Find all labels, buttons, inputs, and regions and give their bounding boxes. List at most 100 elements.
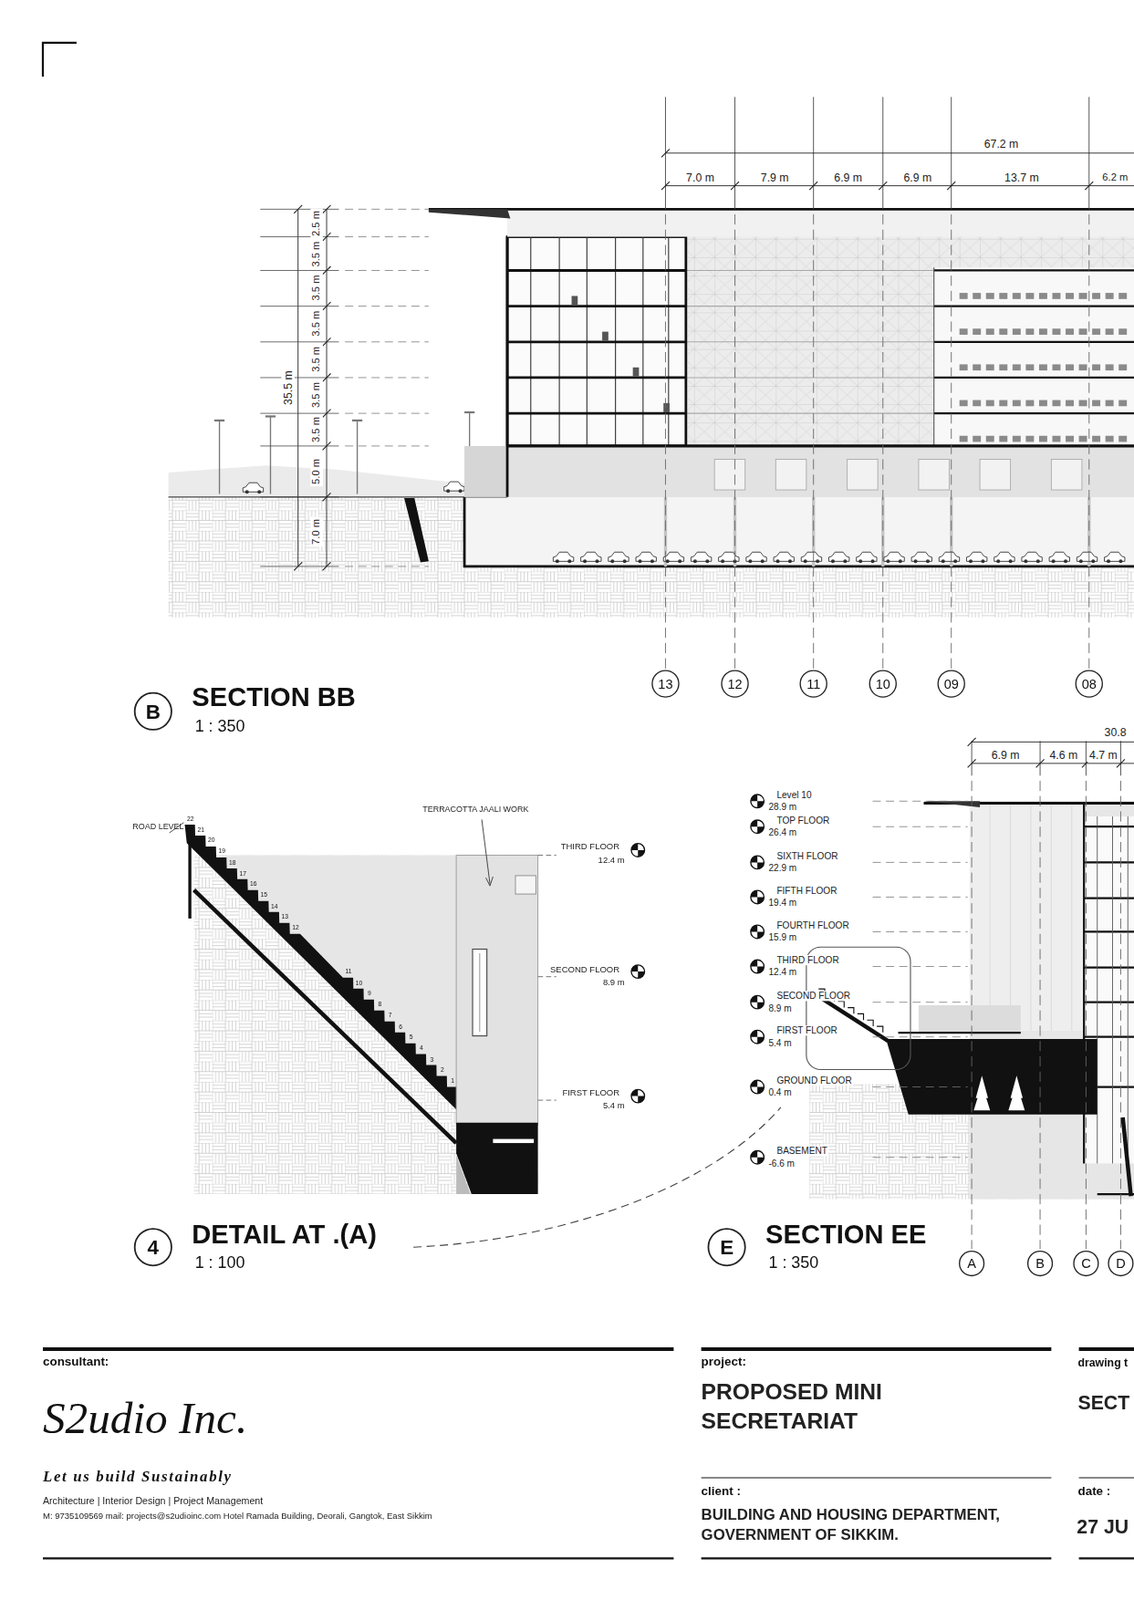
grid-label: 13 bbox=[657, 676, 673, 691]
drawing-fill bbox=[1039, 292, 1048, 300]
title-block-text: BUILDING AND HOUSING DEPARTMENT, GOVERNM… bbox=[701, 1504, 1039, 1545]
level-label: FOURTH FLOOR bbox=[775, 920, 850, 932]
drawing-line bbox=[297, 208, 299, 567]
level-label: 15.9 m bbox=[767, 932, 798, 944]
drawing-line bbox=[934, 376, 1134, 379]
dimension-label: 7.9 m bbox=[759, 171, 791, 185]
drawing-fill bbox=[1051, 364, 1061, 371]
drawing-fill bbox=[1039, 364, 1048, 371]
drawing-path bbox=[631, 965, 646, 979]
drawing-fill bbox=[1105, 436, 1114, 443]
drawing-fill bbox=[1025, 400, 1034, 407]
grid-bubble: 10 bbox=[869, 670, 896, 698]
drawing-fill bbox=[492, 1139, 534, 1144]
drawing-circle bbox=[815, 559, 820, 563]
step-number: 14 bbox=[270, 903, 278, 910]
drawing-line bbox=[1083, 896, 1134, 899]
drawing-line bbox=[661, 148, 670, 157]
drawing-circle bbox=[842, 559, 847, 563]
drawing-fill bbox=[972, 436, 981, 443]
drawing-path bbox=[750, 1029, 765, 1044]
level-symbol bbox=[750, 890, 765, 905]
level-label: GROUND FLOOR bbox=[775, 1075, 853, 1087]
section-ee-drawing bbox=[750, 738, 1134, 1250]
drawing-circle bbox=[458, 488, 463, 493]
drawing-line bbox=[1083, 825, 1134, 828]
drawing-path bbox=[750, 925, 765, 939]
drawing-path bbox=[838, 1001, 845, 1009]
drawing-line bbox=[701, 1477, 1052, 1478]
drawing-fill bbox=[1065, 292, 1074, 300]
drawing-path bbox=[750, 794, 765, 809]
drawing-fill bbox=[1092, 328, 1101, 335]
drawing-fill bbox=[602, 332, 609, 342]
drawing-line bbox=[42, 1557, 674, 1560]
drawing-line bbox=[481, 819, 490, 884]
drawing-fill bbox=[1105, 364, 1114, 371]
drawing-fill bbox=[1039, 436, 1048, 443]
dimension-label: 3.5 m bbox=[310, 308, 323, 338]
level-label: THIRD FLOOR bbox=[775, 955, 841, 967]
grid-bubble: C bbox=[1073, 1251, 1099, 1277]
drawing-line bbox=[873, 801, 968, 802]
scale-note: 1 : 100 bbox=[195, 1253, 246, 1273]
drawing-shape bbox=[456, 1123, 539, 1195]
drawing-line bbox=[1120, 740, 1122, 776]
drawing-line bbox=[989, 806, 991, 1031]
drawing-fill bbox=[986, 328, 995, 335]
section-marker: BSECTION BB1 : 350 bbox=[135, 693, 172, 730]
drawing-fill bbox=[1065, 328, 1074, 335]
drawing-line bbox=[971, 780, 973, 1250]
drawing-circle bbox=[1079, 559, 1083, 563]
drawing-circle bbox=[871, 559, 875, 563]
dimension-label: 4.6 m bbox=[1047, 749, 1080, 762]
drawing-line bbox=[812, 214, 814, 669]
drawing-circle bbox=[245, 489, 250, 494]
drawing-circle bbox=[750, 855, 765, 870]
drawing-fill bbox=[1092, 292, 1101, 300]
drawing-circle bbox=[750, 890, 765, 905]
drawing-fill bbox=[998, 436, 1008, 443]
step-number: 1 bbox=[450, 1077, 455, 1084]
drawing-line bbox=[873, 966, 968, 968]
level-symbol bbox=[631, 1089, 646, 1103]
step-number: 18 bbox=[228, 859, 236, 866]
drawing-line bbox=[686, 376, 935, 378]
grid-label: D bbox=[1115, 1257, 1126, 1271]
drawing-circle bbox=[555, 559, 560, 563]
drawing-circle bbox=[446, 488, 450, 493]
title-block-lines bbox=[42, 1349, 1134, 1559]
drawing-fill bbox=[1092, 400, 1101, 407]
drawing-circle bbox=[582, 559, 587, 563]
bubble-circle bbox=[652, 670, 679, 698]
grid-label: B bbox=[145, 701, 161, 722]
drawing-line bbox=[1083, 967, 1134, 969]
drawing-line bbox=[507, 412, 687, 416]
drawing-circle bbox=[803, 559, 808, 563]
drawing-shape bbox=[1010, 1075, 1023, 1099]
annotation-label: SECOND FLOOR bbox=[550, 966, 620, 977]
drawing-line bbox=[873, 1036, 968, 1038]
drawing-line bbox=[344, 496, 429, 498]
drawing-line bbox=[322, 409, 332, 418]
drawing-circle bbox=[1063, 559, 1068, 563]
drawing-fill bbox=[1012, 292, 1021, 300]
level-symbol bbox=[750, 925, 765, 939]
drawing-line bbox=[218, 420, 220, 495]
grid-label: C bbox=[1081, 1257, 1092, 1271]
drawing-shape bbox=[404, 498, 429, 562]
level-symbol bbox=[750, 1080, 765, 1094]
dimension-label: 3.5 m bbox=[310, 415, 323, 445]
drawing-fill bbox=[1105, 328, 1114, 335]
drawing-circle bbox=[631, 843, 646, 858]
drawing-line bbox=[322, 301, 332, 311]
level-symbol bbox=[750, 995, 765, 1010]
drawing-circle bbox=[953, 559, 958, 563]
drawing-path bbox=[486, 876, 494, 886]
bubble-circle bbox=[707, 1228, 745, 1266]
drawing-circle bbox=[858, 559, 863, 563]
drawing-path bbox=[750, 959, 765, 974]
drawing-path bbox=[185, 824, 462, 1115]
level-label: BASEMENT bbox=[775, 1145, 829, 1157]
bubble-circle bbox=[1073, 1251, 1099, 1277]
